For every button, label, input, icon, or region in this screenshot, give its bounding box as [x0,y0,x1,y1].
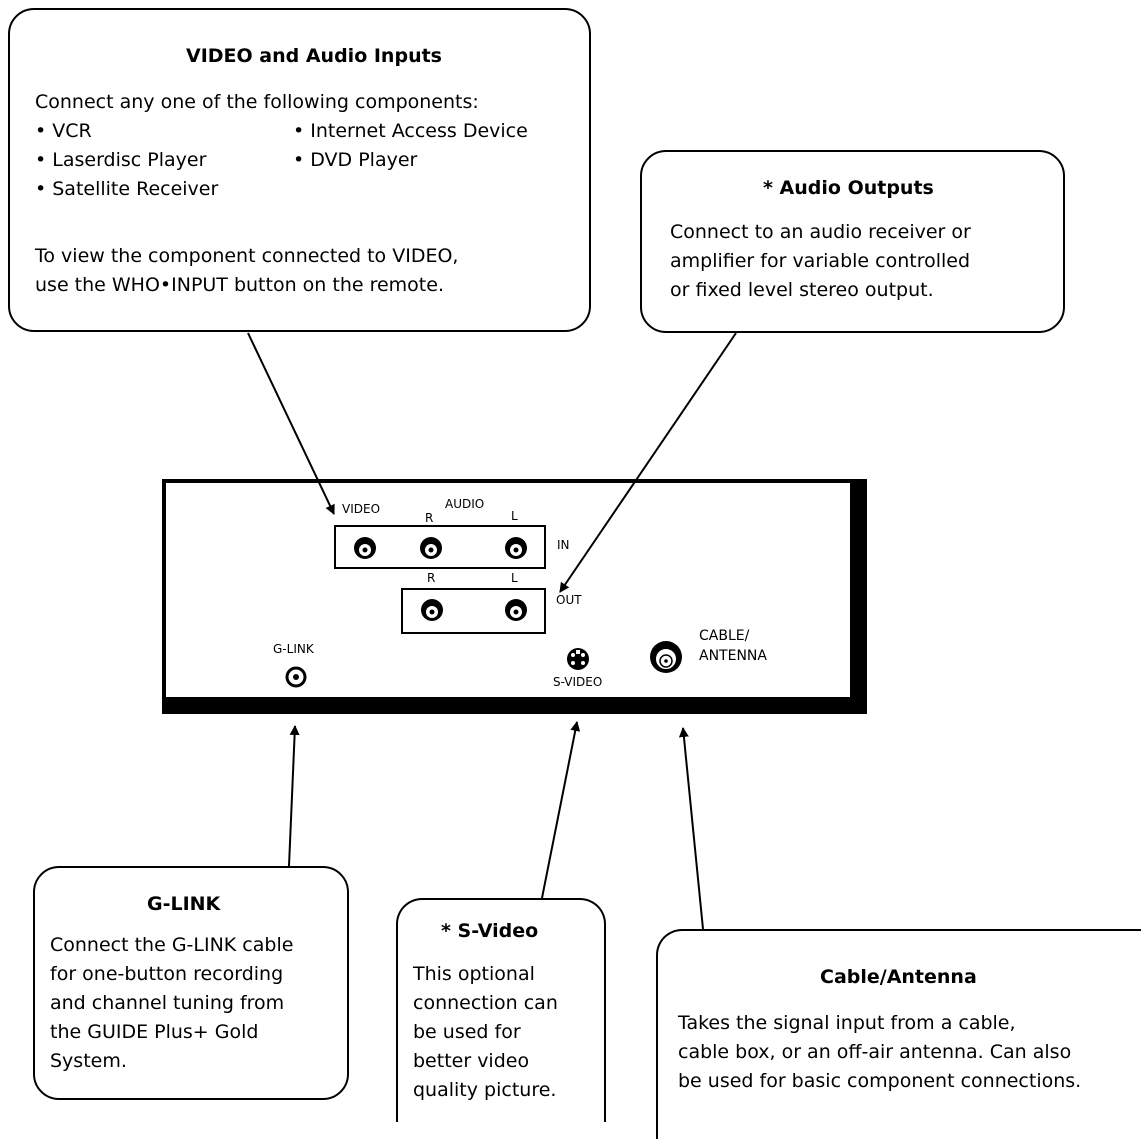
text-line: This optional [413,963,535,985]
in-label: IN [557,538,570,552]
audio-in-l-jack [505,537,527,559]
input-jack-box [334,525,546,569]
component-list-right: • Internet Access Device • DVD Player [293,117,528,175]
arrow-to-g-link [288,725,300,867]
audio-outputs-text: Connect to an audio receiver or amplifie… [670,218,971,305]
in-r-label: R [425,511,433,525]
arrow-to-cable-antenna [678,727,704,930]
s-video-callout: * S-Video This optional connection can b… [396,898,606,1122]
text-line: Takes the signal input from a cable, [678,1012,1016,1034]
out-l-label: L [511,571,518,585]
cable-label-line2: ANTENNA [699,648,767,664]
g-link-label: G-LINK [273,642,315,656]
video-in-jack [354,537,376,559]
list-item: • VCR [35,120,92,142]
video-audio-inputs-callout: VIDEO and Audio Inputs Connect any one o… [8,8,591,332]
note-line: To view the component connected to VIDEO… [35,245,459,267]
cable-antenna-callout: Cable/Antenna Takes the signal input fro… [656,929,1141,1139]
audio-outputs-callout: * Audio Outputs Connect to an audio rece… [640,150,1065,333]
list-item: • Satellite Receiver [35,178,219,200]
text-line: be used for basic component connections. [678,1070,1082,1092]
s-video-jack [567,648,589,670]
arrow-to-s-video [541,721,581,899]
g-link-title: G-LINK [147,893,221,915]
g-link-callout: G-LINK Connect the G-LINK cable for one-… [33,866,349,1100]
arrow-to-audio-output [559,332,737,593]
video-audio-inputs-title: VIDEO and Audio Inputs [186,45,442,67]
list-item: • Internet Access Device [293,120,528,142]
audio-out-r-jack [421,599,443,621]
s-video-title: * S-Video [441,920,539,942]
list-item: • DVD Player [293,149,418,171]
panel-outline [162,479,867,714]
panel-shadow-right [850,481,865,712]
text-line: and channel tuning from [50,992,285,1014]
g-link-text: Connect the G-LINK cable for one-button … [50,931,293,1076]
in-l-label: L [511,509,518,523]
cable-antenna-text: Takes the signal input from a cable, cab… [678,1009,1081,1096]
panel-shadow-bottom [164,697,865,712]
s-video-text: This optional connection can be used for… [413,960,558,1105]
audio-label: AUDIO [445,497,484,511]
g-link-jack [285,666,307,688]
text-line: or fixed level stereo output. [670,279,934,301]
text-line: be used for [413,1021,521,1043]
text-line: System. [50,1050,127,1072]
video-audio-inputs-note: To view the component connected to VIDEO… [35,242,458,300]
cable-label-line1: CABLE/ [699,628,750,644]
out-r-label: R [427,571,435,585]
video-audio-inputs-intro: Connect any one of the following compone… [35,91,479,113]
note-line: use the WHO•INPUT button on the remote. [35,274,444,296]
text-line: the GUIDE Plus+ Gold [50,1021,259,1043]
text-line: for one-button recording [50,963,284,985]
s-video-label: S-VIDEO [553,675,602,689]
text-line: Connect the G-LINK cable [50,934,294,956]
cable-antenna-jack [650,641,682,673]
audio-outputs-title: * Audio Outputs [763,177,934,199]
output-jack-box [401,588,546,634]
component-list-left: • VCR • Laserdisc Player • Satellite Rec… [35,117,218,204]
list-item: • Laserdisc Player [35,149,207,171]
audio-out-l-jack [505,599,527,621]
text-line: connection can [413,992,558,1014]
text-line: quality picture. [413,1079,557,1101]
cable-antenna-title: Cable/Antenna [820,966,977,988]
out-label: OUT [556,593,582,607]
audio-in-r-jack [420,537,442,559]
arrow-to-video-input [247,332,335,515]
text-line: better video [413,1050,530,1072]
text-line: amplifier for variable controlled [670,250,971,272]
text-line: cable box, or an off-air antenna. Can al… [678,1041,1072,1063]
video-label: VIDEO [342,502,380,516]
text-line: Connect to an audio receiver or [670,221,971,243]
